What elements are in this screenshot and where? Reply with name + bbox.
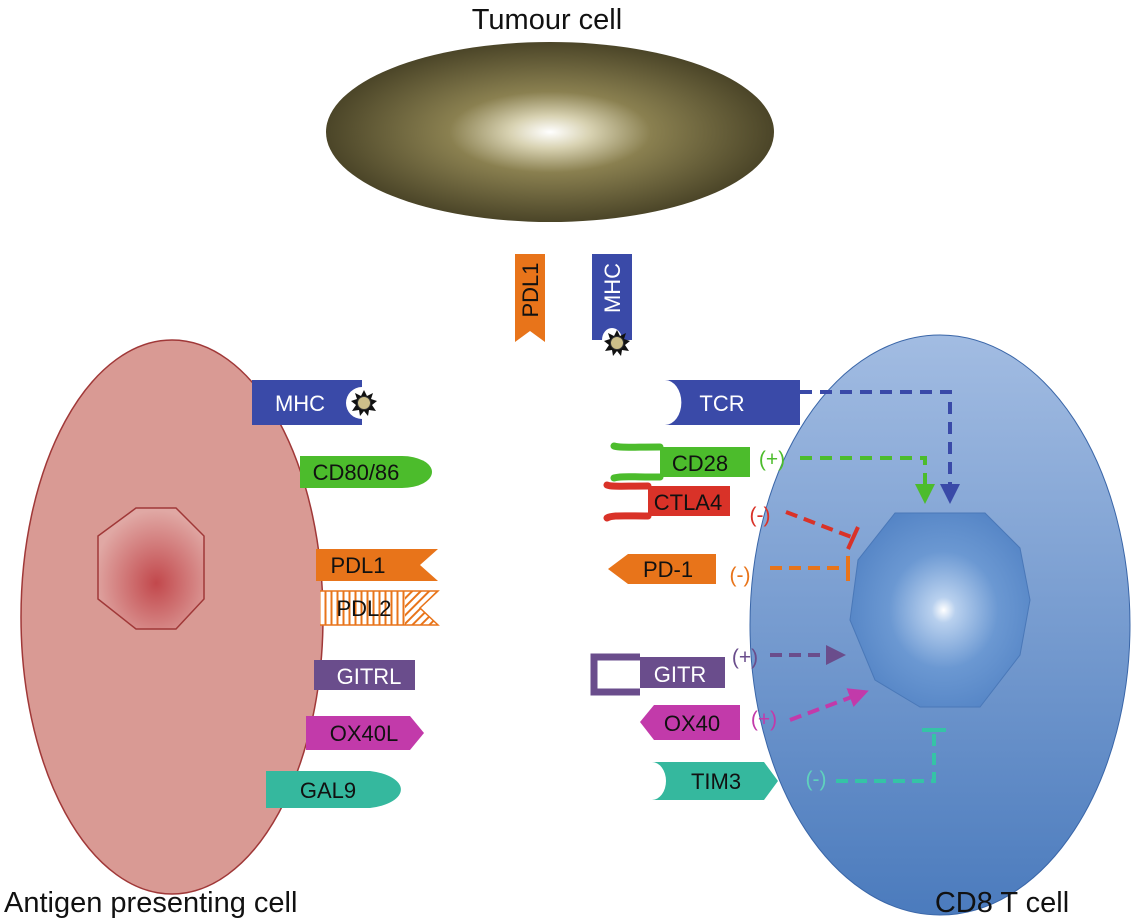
tcr-activation-arrow <box>800 390 960 504</box>
tcell-ox40-label: OX40 <box>664 711 720 736</box>
apc-pdl2-receptor: PDL2 <box>320 590 440 626</box>
pd1-signal-sign: (-) <box>730 564 751 587</box>
apc-pdl1-label: PDL1 <box>330 553 385 578</box>
cd28-signal-sign: (+) <box>759 448 785 471</box>
tcell-ox40-receptor: OX40 <box>640 705 740 740</box>
ox40-signal-sign: (+) <box>751 708 777 731</box>
tcell-tim3-label: TIM3 <box>691 769 741 794</box>
tcell-pd1-label: PD-1 <box>643 557 693 582</box>
ox40-activation-arrow <box>789 688 869 722</box>
tcell-cd28-label: CD28 <box>672 451 728 476</box>
gitr-signal-sign: (+) <box>732 646 758 669</box>
tumour-cell-body <box>326 42 774 222</box>
tcell-pd1-receptor: PD-1 <box>608 554 716 584</box>
apc-gal9-receptor: GAL9 <box>266 771 401 808</box>
apc-cell-title: Antigen presenting cell <box>4 887 297 919</box>
cd28-activation-arrow <box>800 456 935 504</box>
apc-gitrl-label: GITRL <box>337 664 402 689</box>
apc-gitrl-receptor: GITRL <box>314 660 415 690</box>
apc-pdl1-receptor: PDL1 <box>316 549 438 581</box>
apc-mhc-receptor: MHC <box>252 380 378 425</box>
apc-gal9-label: GAL9 <box>300 778 356 803</box>
tcell-ctla4-label: CTLA4 <box>654 490 722 515</box>
tumour-pdl1-label: PDL1 <box>518 262 543 317</box>
ctla4-inhibition-arrow <box>785 510 860 550</box>
tcell-tcr-receptor: TCR <box>665 380 800 425</box>
tim3-inhibition-arrow <box>836 728 946 783</box>
apc-ox40l-label: OX40L <box>330 721 399 746</box>
apc-ox40l-receptor: OX40L <box>306 716 424 750</box>
ctla4-signal-sign: (-) <box>750 504 771 527</box>
apc-cd80-86-receptor: CD80/86 <box>300 456 432 488</box>
tcell-nucleus <box>849 512 1031 708</box>
tcell-cd28-receptor: CD28 <box>610 442 750 482</box>
tcell-gitr-receptor: GITR <box>590 653 725 696</box>
apc-pdl2-label: PDL2 <box>336 596 391 621</box>
apc-antigen-icon <box>350 389 378 417</box>
tcell-ctla4-receptor: CTLA4 <box>603 481 730 522</box>
apc-mhc-label: MHC <box>275 391 325 416</box>
apc-nucleus <box>97 507 205 630</box>
tcell-gitr-label: GITR <box>654 662 707 687</box>
tumour-cell-title: Tumour cell <box>472 4 622 36</box>
tumour-mhc-label: MHC <box>600 263 625 313</box>
tim3-signal-sign: (-) <box>806 768 827 791</box>
pd1-inhibition-arrow <box>770 556 850 581</box>
apc-cd80-86-label: CD80/86 <box>313 460 400 485</box>
tcell-tcr-label: TCR <box>699 391 744 416</box>
tumour-mhc-receptor: MHC <box>592 254 632 357</box>
tcell-tim3-receptor: TIM3 <box>652 762 778 800</box>
tumour-pdl1-receptor: PDL1 <box>515 254 545 342</box>
tcell-title: CD8 T cell <box>935 887 1069 919</box>
